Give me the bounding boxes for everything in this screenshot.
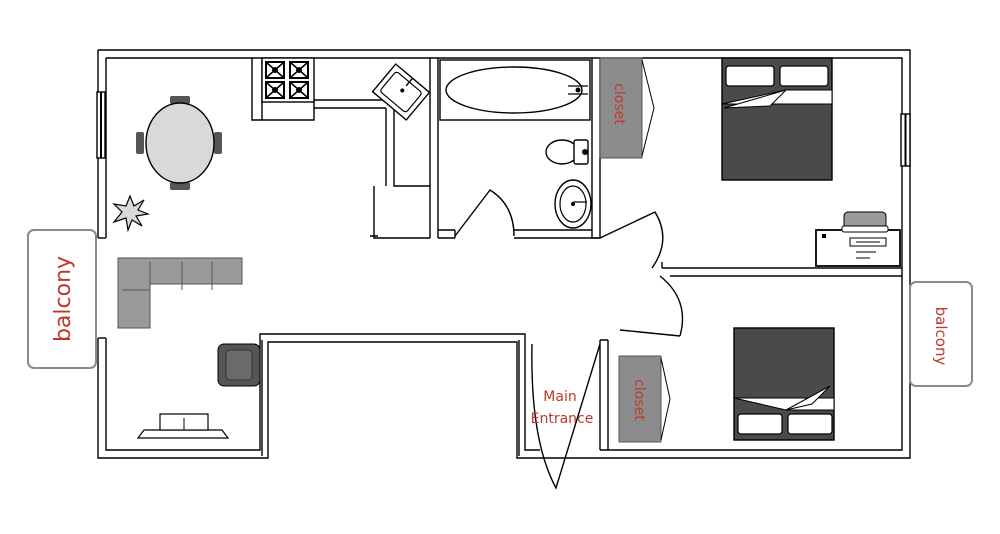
stove	[261, 57, 315, 103]
left-window	[96, 91, 106, 159]
chair-icon	[170, 96, 190, 104]
top-bedroom-door	[592, 211, 664, 269]
desk-icon	[815, 229, 901, 267]
kitchen-sink-icon	[371, 63, 431, 121]
chair-icon	[214, 132, 222, 154]
closet-bottom: closet	[618, 355, 671, 443]
toilet-icon	[545, 139, 589, 165]
balcony-left: balcony	[27, 229, 97, 369]
main-entrance-label-line2: Entrance	[531, 411, 594, 427]
bathroom-door	[454, 189, 515, 237]
bottom-bedroom-door	[619, 275, 684, 337]
balcony-left-label: balcony	[51, 256, 76, 342]
bedroom-divider	[661, 262, 902, 277]
closet-top: closet	[599, 57, 655, 159]
balcony-right: balcony	[909, 281, 973, 387]
bed-bottom-icon	[733, 327, 835, 441]
entrance-door	[531, 343, 601, 490]
plant-icon	[112, 194, 151, 233]
main-entrance-label-line1: Main	[543, 389, 576, 405]
closet-top-label: closet	[611, 83, 627, 125]
bathroom-sink-icon	[554, 179, 592, 229]
right-window	[900, 113, 911, 167]
tv-unit-icon	[136, 413, 230, 439]
closet-bottom-label: closet	[631, 379, 647, 421]
chair-icon	[136, 132, 144, 154]
chair-icon	[170, 182, 190, 190]
stove-burner-icon	[265, 61, 285, 79]
stove-burner-icon	[265, 81, 285, 99]
stove-burner-icon	[289, 61, 309, 79]
sofa-icon	[117, 257, 243, 329]
armchair-icon	[217, 343, 261, 387]
dining-table-icon	[136, 96, 222, 190]
bottom-bedroom-walls	[599, 339, 609, 450]
left-balcony-opening	[94, 237, 110, 339]
balcony-right-label: balcony	[932, 307, 950, 366]
desk-chair-icon	[841, 211, 889, 233]
bathtub-icon	[439, 59, 591, 121]
stove-burner-icon	[289, 81, 309, 99]
outer-walls	[97, 49, 911, 459]
bed-top-icon	[721, 57, 833, 181]
